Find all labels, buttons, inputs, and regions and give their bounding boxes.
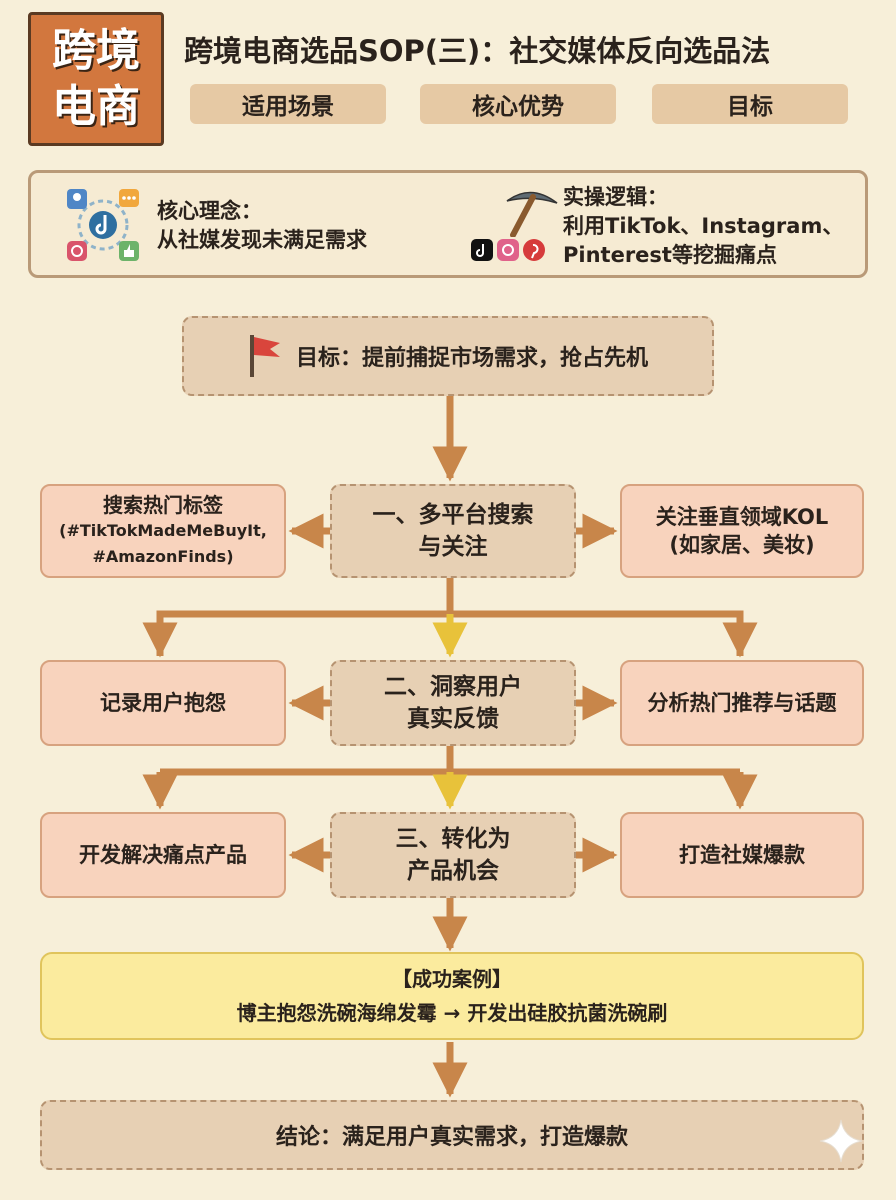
case-title: 【成功案例】 — [392, 967, 512, 991]
success-case-box: 【成功案例】 博主抱怨洗碗海绵发霉 → 开发出硅胶抗菌洗碗刷 — [40, 952, 864, 1040]
conclusion-text: 结论：满足用户真实需求，打造爆款 — [275, 1125, 628, 1150]
step3-left-text: 开发解决痛点产品 — [79, 843, 247, 867]
step3-line2: 产品机会 — [407, 858, 499, 884]
logo: 跨境 电商 — [28, 12, 164, 146]
step1-right-line2: (如家居、美妆) — [669, 533, 815, 557]
concept-label: 核心理念： — [157, 199, 262, 223]
step1-node: 一、多平台搜索 与关注 — [330, 484, 576, 578]
goal-text: 目标：提前捕捉市场需求，抢占先机 — [295, 346, 648, 371]
conclusion-box: 结论：满足用户真实需求，打造爆款 — [40, 1100, 864, 1170]
goal-box: 目标：提前捕捉市场需求，抢占先机 — [182, 316, 714, 396]
logic-label: 实操逻辑： — [563, 185, 668, 209]
step2-left-node: 记录用户抱怨 — [40, 660, 286, 746]
step3-node: 三、转化为 产品机会 — [330, 812, 576, 898]
sparkle-icon — [819, 1119, 863, 1163]
info-panel: 核心理念： 从社媒发现未满足需求 实操逻辑： 利用TikTok、Instagra… — [28, 170, 868, 278]
step2-line2: 真实反馈 — [407, 706, 499, 732]
case-text: 博主抱怨洗碗海绵发霉 → 开发出硅胶抗菌洗碗刷 — [236, 1001, 668, 1025]
step1-left-line3: #AmazonFinds) — [92, 547, 234, 566]
step1-left-line2: (#TikTokMadeMeBuyIt, — [59, 521, 267, 540]
logic-line2: 利用TikTok、Instagram、 — [563, 214, 844, 238]
instagram-icon — [497, 239, 519, 261]
tag-goal: 目标 — [652, 84, 848, 124]
page-title: 跨境电商选品SOP(三)：社交媒体反向选品法 — [184, 34, 771, 68]
tag-advantage: 核心优势 — [420, 84, 616, 124]
step1-right-node: 关注垂直领域KOL (如家居、美妆) — [620, 484, 864, 578]
step3-right-node: 打造社媒爆款 — [620, 812, 864, 898]
step2-right-node: 分析热门推荐与话题 — [620, 660, 864, 746]
step3-left-node: 开发解决痛点产品 — [40, 812, 286, 898]
step2-right-text: 分析热门推荐与话题 — [647, 691, 837, 715]
logo-line1: 跨境 — [52, 25, 140, 76]
step2-left-text: 记录用户抱怨 — [100, 691, 226, 715]
logo-line2: 电商 — [52, 81, 140, 132]
step2-node: 二、洞察用户 真实反馈 — [330, 660, 576, 746]
tiktok-icon — [471, 239, 493, 261]
step3-right-text: 打造社媒爆款 — [679, 843, 805, 867]
step1-line1: 一、多平台搜索 — [372, 502, 534, 528]
flag-icon — [249, 335, 280, 377]
social-media-icon — [67, 189, 139, 261]
concept-text: 从社媒发现未满足需求 — [157, 228, 367, 252]
step2-line1: 二、洞察用户 — [384, 674, 522, 700]
pickaxe-icon — [506, 191, 558, 237]
tag-scenario: 适用场景 — [190, 84, 386, 124]
logic-line3: Pinterest等挖掘痛点 — [563, 243, 777, 267]
pinterest-icon — [523, 239, 545, 261]
step3-line1: 三、转化为 — [395, 826, 511, 852]
step1-left-line1: 搜索热门标签 — [103, 493, 223, 517]
step1-left-node: 搜索热门标签 (#TikTokMadeMeBuyIt, #AmazonFinds… — [40, 484, 286, 578]
step1-right-line1: 关注垂直领域KOL — [655, 505, 829, 529]
step1-line2: 与关注 — [418, 534, 488, 560]
